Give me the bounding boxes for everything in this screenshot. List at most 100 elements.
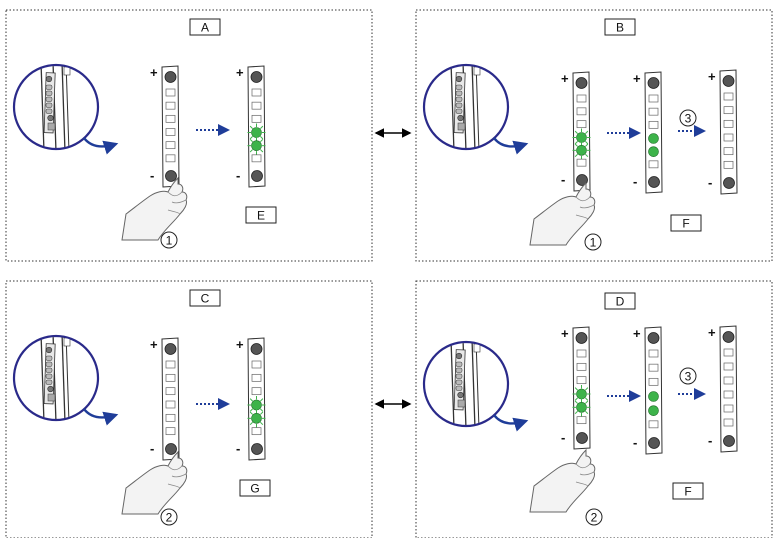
panel-b-pointer-arrow: [493, 137, 529, 155]
panel-c-module-1-minus-button: [165, 443, 177, 455]
panel-d-module-2-led-off: [648, 377, 659, 386]
panel-d-module-2-led-green: [648, 405, 659, 416]
panel-b-module-2-led-off: [648, 107, 659, 116]
panel-d-module-3-plus-sign: +: [708, 325, 716, 340]
panel-d-pointer-arrow: [493, 414, 529, 432]
panel-c-module-1-led-off: [165, 373, 176, 382]
panel-a-label-box: [189, 18, 221, 36]
panel-b-module-1-led-green: [576, 132, 587, 143]
panel-d-module-3-led-off: [723, 348, 734, 357]
panel-a-module-2-led-off: [251, 88, 262, 97]
panel-b-module-1-led-off: [576, 94, 587, 103]
panel-b-frame: [415, 9, 773, 262]
panel-c-module-2-led-green: [251, 399, 262, 411]
panel-b-module-2-module: [644, 71, 663, 194]
panel-a-module-1-plus-sign: +: [150, 65, 158, 80]
panel-a-module-1-minus-sign: -: [150, 168, 154, 183]
panel-a-pointer-arrow: [83, 137, 119, 155]
panel-d-step-number: 2: [591, 511, 598, 525]
panel-d-final-step-number-circle: [679, 367, 697, 385]
panel-b-module-3-minus-button: [723, 177, 735, 189]
panel-d-pressing-hand: [529, 448, 596, 513]
panel-d-step-number-circle: [585, 508, 603, 526]
panel-a-module-1-plus-button: [164, 71, 177, 83]
panel-d-module-2-led-off: [648, 420, 659, 429]
panel-b-module-1-led-green: [576, 145, 587, 156]
panel-b-module-3-plus-button: [722, 75, 735, 87]
panel-a-module-2-led-off: [251, 154, 262, 163]
panel-a-label: A: [201, 21, 209, 35]
panel-b-module-2-led-green: [648, 146, 659, 157]
panel-b-magnifier-circle: [422, 63, 510, 151]
panel-c-module-1-minus-sign: -: [150, 441, 154, 456]
panel-a-module-1-minus-button: [165, 170, 177, 182]
panel-d-module-1-led-off: [576, 376, 587, 385]
panel-b-final-step-number: 3: [685, 112, 692, 126]
panel-b-module-3-led-off: [723, 119, 734, 128]
panel-c-step-number: 2: [166, 511, 173, 525]
panel-a-result-label-box: [245, 206, 277, 224]
panel-c-device-closeup: [40, 337, 71, 419]
panel-c-module-1-plus-sign: +: [150, 337, 158, 352]
panel-a-module-1-led-off: [165, 114, 176, 123]
panel-c-module-1-led-off: [165, 413, 176, 422]
panel-c-module-1-led-off: [165, 360, 176, 369]
panel-d-module-3-led-off: [723, 362, 734, 371]
panel-b: B+-+-F13+-: [422, 18, 738, 251]
panel-d-module-2-module: [644, 326, 663, 455]
panel-c-module-1-led-off: [165, 427, 176, 436]
panel-b-module-3-led-off: [723, 160, 734, 169]
panel-a-module-2-led-green: [251, 140, 262, 151]
panel-c-result-label: G: [250, 482, 259, 496]
panel-d: D+-+-F23+-: [422, 292, 738, 526]
panel-c-module-2-led-off: [251, 427, 262, 436]
panel-c-result-label-box: [239, 479, 271, 497]
panel-b-pressing-hand: [529, 181, 596, 246]
panel-a: A+-+-E1: [12, 18, 277, 249]
panel-a-module-1-led-off: [165, 154, 176, 163]
panel-b-module-1-led-off: [576, 107, 587, 116]
panel-a-module-1-led-off: [165, 88, 176, 97]
panel-d-module-3-led-off: [723, 418, 734, 427]
panel-b-module-1-plus-sign: +: [561, 71, 569, 86]
panel-c-module-2-led-off: [251, 387, 262, 396]
panel-d-module-1-led-off: [576, 362, 587, 371]
panel-b-module-3-led-off: [723, 92, 734, 101]
panel-b-module-3-led-off: [723, 106, 734, 115]
panel-a-magnifier-circle: [12, 63, 100, 151]
panel-b-module-2-led-off: [648, 120, 659, 129]
panel-a-module-1-led-off: [165, 128, 176, 136]
panel-b-final-step-number-circle: [679, 109, 697, 127]
panel-c-module-1-led-off: [165, 387, 176, 396]
panel-d-module-3-minus-button: [723, 435, 735, 447]
panel-c-module-2-minus-sign: -: [236, 441, 240, 456]
panel-c-step-number-circle: [160, 508, 178, 526]
panel-b-module-3-led-off: [723, 133, 734, 142]
panel-a-result-label: E: [257, 209, 265, 223]
panel-a-module-2-plus-sign: +: [236, 65, 244, 80]
panel-c-module-1-module: [161, 337, 180, 461]
panel-d-module-1-led-green: [576, 388, 587, 400]
panel-b-module-3-minus-sign: -: [708, 175, 712, 190]
panel-a-module-2-led-green: [251, 127, 262, 138]
panel-a-frame: [5, 9, 373, 262]
panel-b-step-number: 1: [590, 236, 597, 250]
panel-b-module-1-led-off: [576, 158, 587, 167]
panel-d-module-1-led-green: [576, 402, 587, 413]
panel-d-module-3-led-off: [723, 390, 734, 399]
panel-a-module-2-led-off: [251, 114, 262, 123]
panel-d-module-1-plus-sign: +: [561, 326, 569, 341]
panel-a-step-number-circle: [160, 231, 178, 249]
panel-d-module-3-led-off: [723, 404, 734, 413]
panel-c-module-2-plus-sign: +: [236, 337, 244, 352]
panel-b-module-2-plus-button: [647, 77, 660, 89]
panel-a-device-closeup: [40, 66, 71, 148]
panel-c-module-2-led-off: [251, 373, 262, 382]
panel-d-result-label-box: [672, 482, 704, 500]
panel-d-module-1-minus-sign: -: [561, 430, 565, 445]
panel-d-module-1-led-off: [576, 349, 587, 358]
panel-d-module-2-minus-sign: -: [633, 435, 637, 450]
panel-c-module-2-minus-button: [251, 443, 263, 455]
panel-d-label: D: [616, 295, 625, 309]
